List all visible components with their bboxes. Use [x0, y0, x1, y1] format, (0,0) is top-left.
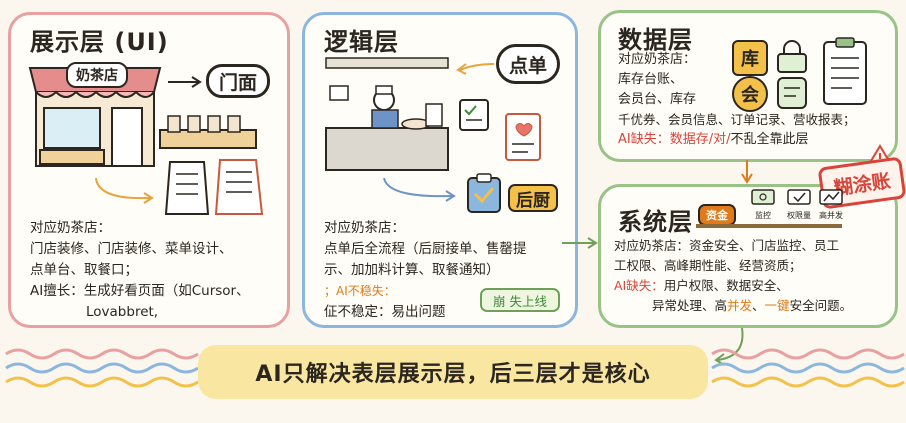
menu-board-icon [164, 159, 264, 215]
data-ai-text-tail: 不乱全靠此层 [730, 132, 809, 147]
logic-layer-description: 对应奶茶店： 点单后全流程（后厨接单、售罄提 示、加加料计算、取餐通知） ；AI… [324, 218, 572, 323]
inventory-icon-label: 库 [741, 49, 759, 70]
data-ai-text: 数据存/对/ [669, 132, 731, 147]
ui-desc-line3: 点单台、取餐口； [30, 262, 138, 278]
lock-icon [777, 40, 807, 73]
checklist-icon [459, 99, 489, 131]
ui-layer-title: 展示层 (UI) [30, 28, 169, 56]
data-ai-prefix: AI缺失： [618, 132, 670, 147]
logic-desc-line3: 示、加加料计算、取餐通知） [324, 262, 500, 278]
data-ai-line: AI缺失：数据存/对/不乱全靠此层 [618, 130, 894, 150]
arrow-logic-to-system [562, 237, 598, 249]
ui-ai-text-2: Lovabbret, [86, 304, 159, 320]
ui-desc-line1: 对应奶茶店： [30, 220, 111, 236]
money-box-label: 资金 [698, 204, 736, 226]
system-ai-prefix: AI缺失： [614, 278, 664, 293]
order-ticket-icon [505, 113, 541, 161]
system-ai-line2: 异常处理、高并发、一键安全问题。 [614, 296, 898, 316]
records-icon [777, 77, 807, 109]
system-ai-text2d: 一键 [764, 298, 790, 313]
storefront-illustration [28, 67, 162, 167]
concurrency-label: 高并发 [819, 211, 843, 220]
kitchen-label: 后厨 [508, 184, 558, 212]
decorative-waves-left [5, 348, 199, 388]
decorative-waves-right [711, 348, 905, 388]
data-desc-line3: 会员台、库存 [618, 92, 697, 107]
permission-label: 权限量 [787, 211, 811, 220]
curved-arrow-icon [95, 177, 154, 204]
arrow-from-order [456, 63, 495, 75]
order-label: 点单 [496, 44, 560, 84]
system-ai-line: AI缺失：用户权限、数据安全、 [614, 276, 898, 296]
system-layer-card [598, 184, 898, 328]
data-desc-line2: 库存台账、 [618, 72, 684, 87]
system-ai-text2e: 安全问题。 [789, 298, 853, 313]
arrow-to-kitchen [383, 177, 456, 202]
arrow-data-to-system [741, 160, 753, 184]
inventory-icon: 库 [732, 40, 768, 76]
logic-ai-text: 佂不稳定：易出问题 [324, 304, 446, 320]
data-desc-line4: 千优券、会员信息、订单记录、营收报表； [618, 112, 856, 127]
storefront-label: 门面 [206, 64, 270, 98]
system-ai-text2c: 、 [752, 298, 765, 313]
logic-sticker: 崩 失上线 [480, 288, 560, 312]
data-layer-description: 对应奶茶店： 库存台账、 会员台、库存 千优券、会员信息、订单记录、营收报表； … [618, 50, 894, 150]
logic-ai-note: ；AI不稳失： [324, 284, 396, 298]
clipboard-check-icon [467, 173, 501, 213]
arrow-to-storefront [168, 76, 202, 88]
conclusion-banner: AI只解决表层展示层，后三层才是核心 [198, 345, 708, 399]
system-layer-description: 对应奶茶店：资金安全、门店监控、员工 工权限、高峰期性能、经营资质； AI缺失：… [614, 236, 898, 316]
shelf-icon [696, 224, 842, 228]
system-ai-text: 用户权限、数据安全、 [663, 278, 789, 293]
data-layer-title: 数据层 [618, 26, 693, 54]
logic-layer-title: 逻辑层 [324, 28, 399, 56]
logic-desc-line2: 点单后全流程（后厨接单、售罄提 [324, 241, 527, 257]
system-ai-text2b: 并发 [727, 298, 753, 313]
report-clipboard-icon [823, 37, 867, 105]
permission-icon [787, 189, 811, 205]
system-layer-title: 系统层 [618, 208, 693, 236]
ui-layer-description: 对应奶茶店： 门店装修、门店装修、菜单设计、 点单台、取餐口； AI擅长：生成好… [30, 218, 282, 323]
data-desc-line1: 对应奶茶店： [618, 52, 697, 67]
ui-ai-line: AI擅长：生成好看页面（如Cursor、 [30, 281, 282, 302]
ui-ai-prefix: AI擅长： [30, 283, 84, 299]
system-desc-line1: 对应奶茶店：资金安全、门店监控、员工 [614, 238, 840, 253]
tea-cups-icon [159, 115, 257, 149]
shop-sign: 奶茶店 [66, 62, 128, 88]
system-ai-text2a: 异常处理、高 [652, 298, 728, 313]
kitchen-illustration [325, 57, 449, 171]
member-icon-label: 会 [741, 85, 759, 106]
monitor-label: 监控 [755, 211, 771, 220]
system-desc-line2: 工权限、高峰期性能、经营资质； [614, 258, 802, 273]
ui-ai-text: 生成好看页面（如Cursor、 [83, 283, 250, 299]
concurrency-icon [819, 189, 843, 205]
monitor-icon [751, 189, 775, 205]
member-icon: 会 [732, 76, 768, 112]
ui-desc-line2: 门店装修、门店装修、菜单设计、 [30, 241, 233, 257]
logic-desc-line1: 对应奶茶店： [324, 220, 405, 236]
